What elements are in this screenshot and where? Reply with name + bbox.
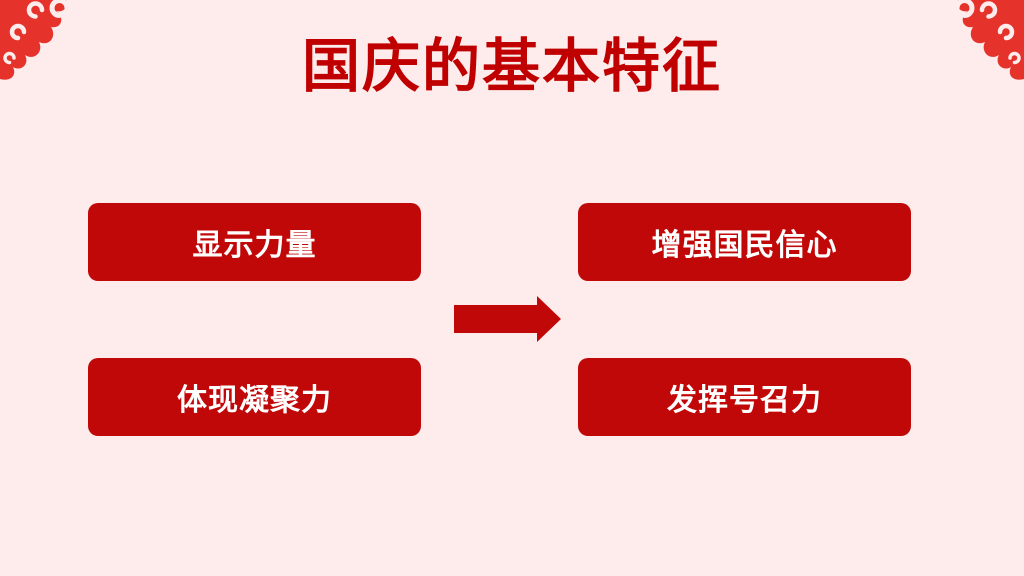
feature-box-boost-confidence: 增强国民信心 [578,203,911,281]
feature-box-label: 增强国民信心 [651,229,838,262]
feature-box-display-strength: 显示力量 [88,203,421,281]
feature-box-label: 发挥号召力 [667,384,822,417]
corner-ornament-top-right-icon [954,0,1024,80]
right-arrow-icon [454,296,561,342]
slide-title: 国庆的基本特征 [301,34,722,99]
feature-box-rallying-power: 发挥号召力 [578,358,911,436]
feature-box-label: 显示力量 [192,229,317,262]
feature-box-show-cohesion: 体现凝聚力 [88,358,421,436]
feature-box-label: 体现凝聚力 [177,384,332,417]
corner-ornament-top-left-icon [0,0,70,80]
